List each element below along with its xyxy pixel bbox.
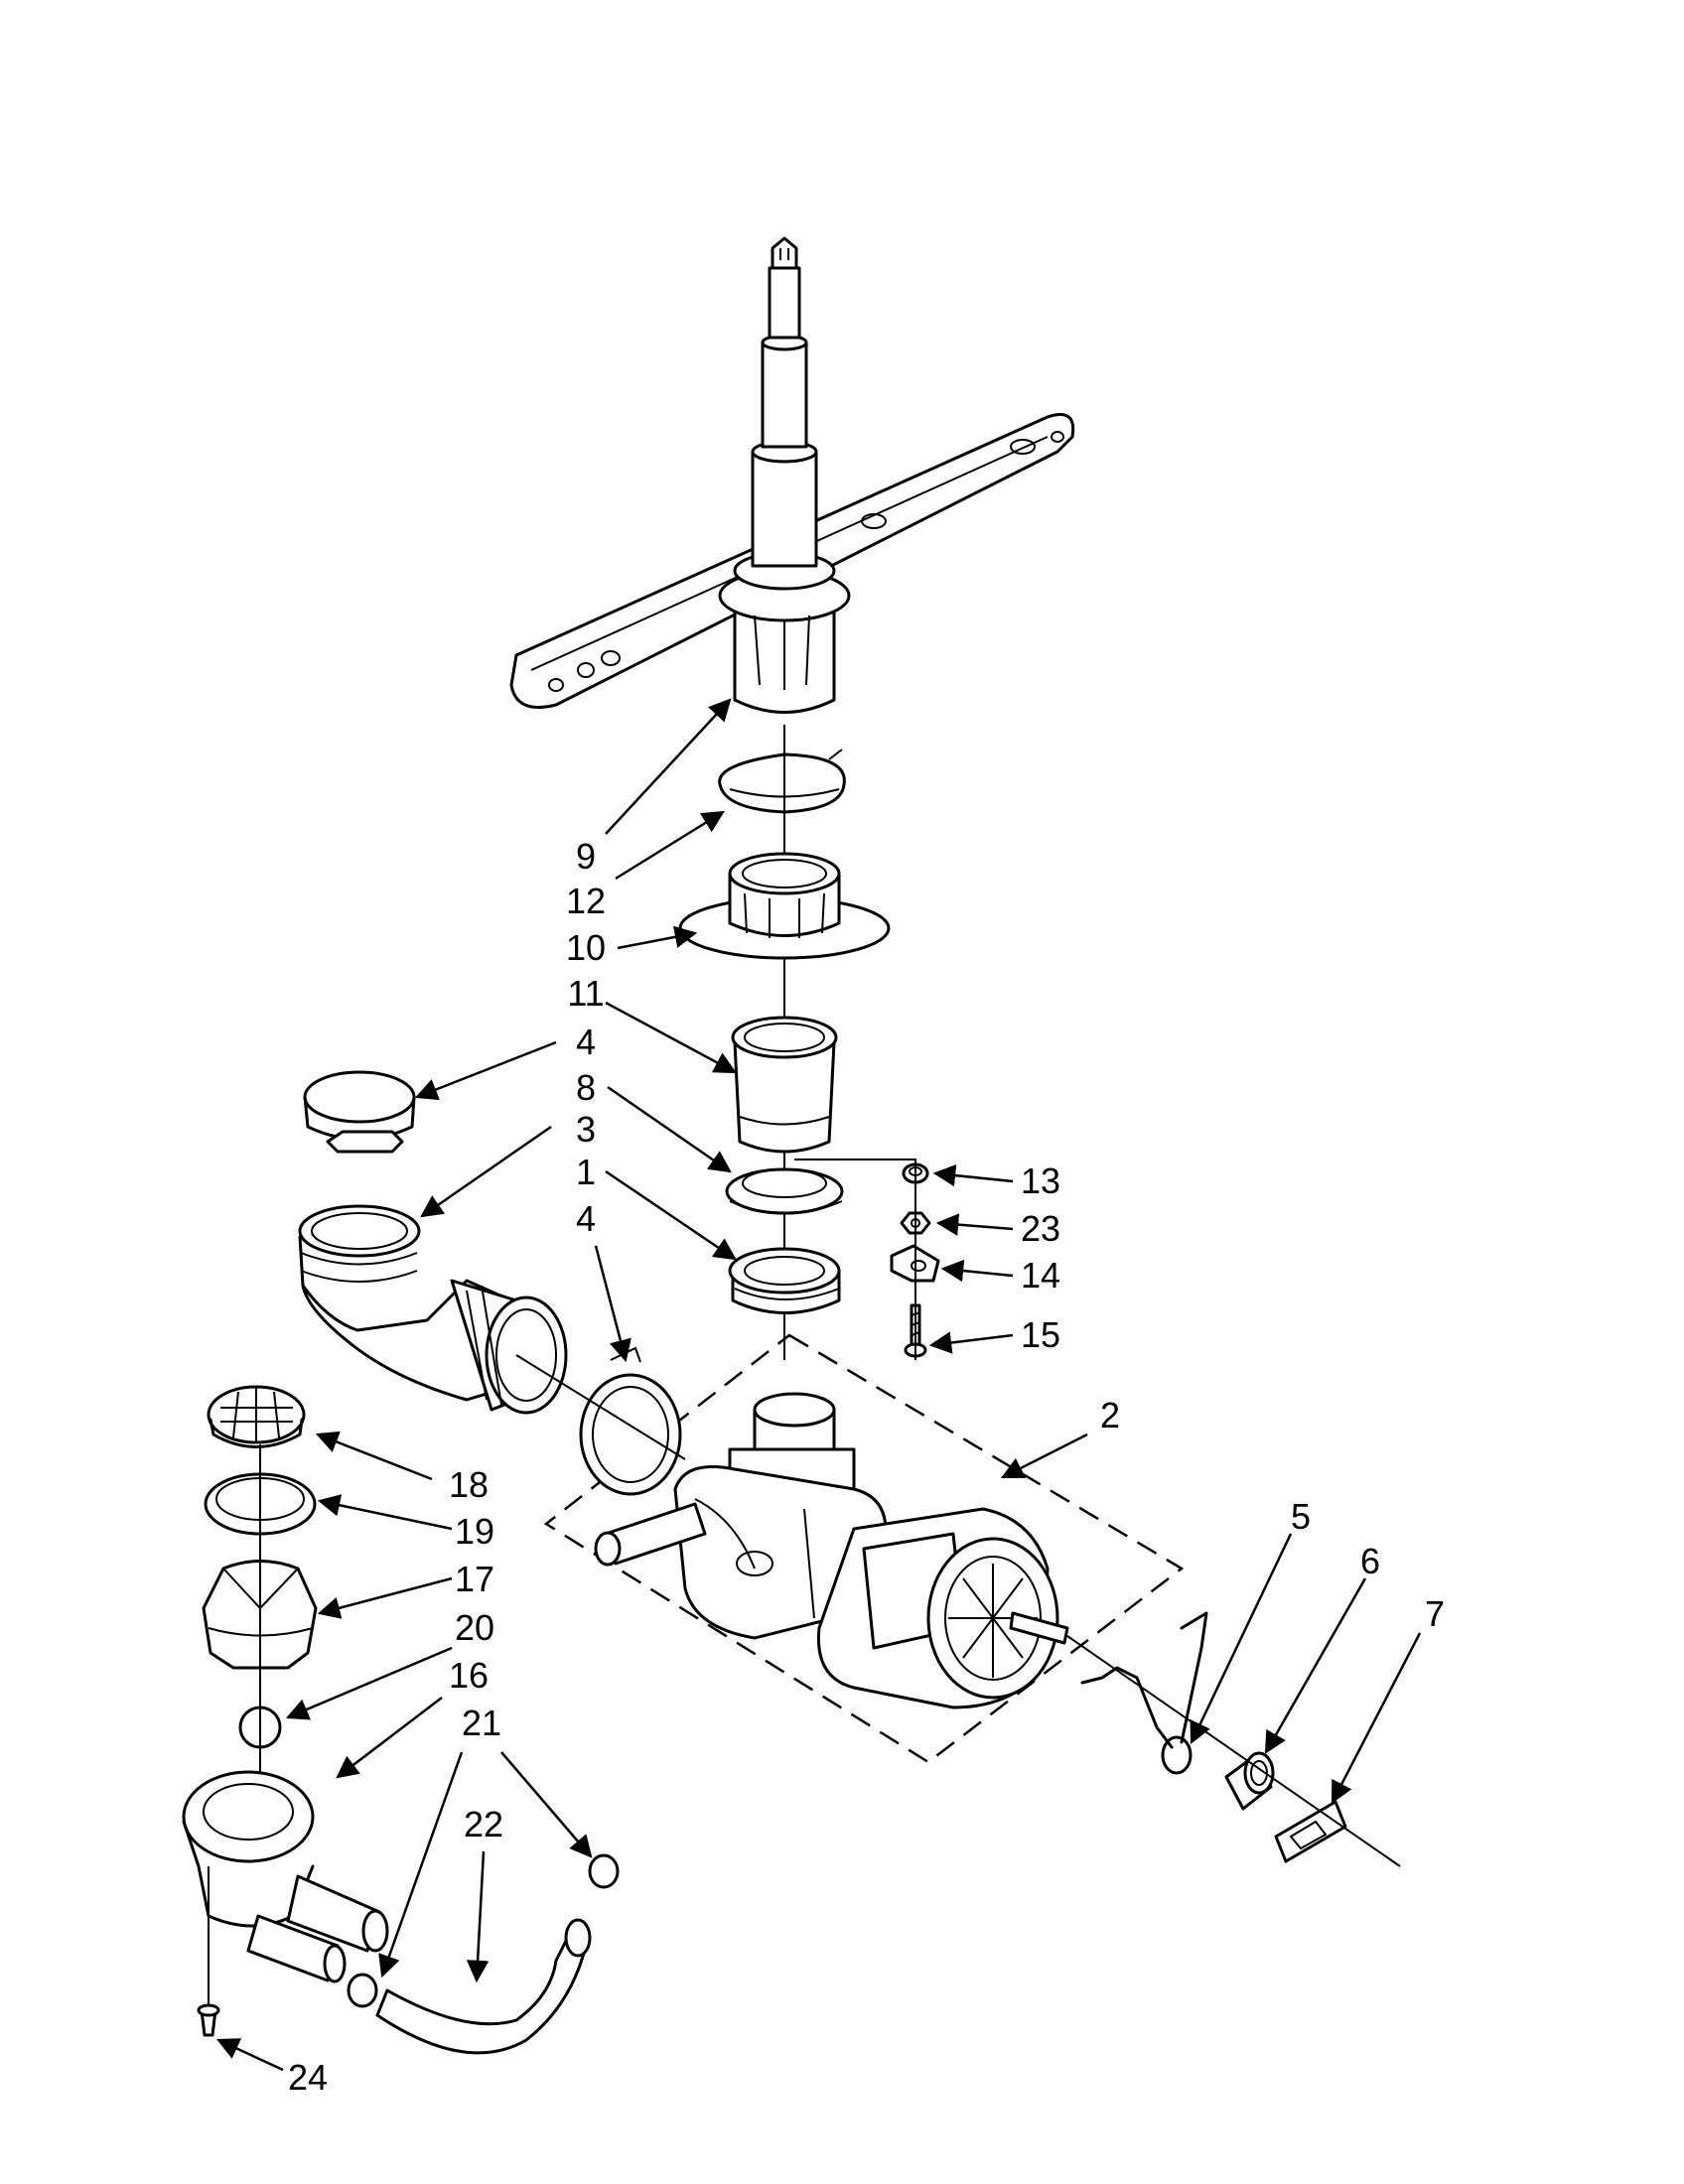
callout-20: 20 <box>455 1607 494 1648</box>
callout-22: 22 <box>464 1804 503 1844</box>
callout-6: 6 <box>1360 1541 1380 1581</box>
callout-labels: 9 12 10 11 4 8 3 1 4 13 23 14 15 2 5 6 7… <box>288 836 1445 2098</box>
part-10-flange-nut <box>678 852 891 960</box>
callout-13: 13 <box>1021 1160 1060 1201</box>
part-11-bearing-cup <box>731 1016 838 1154</box>
callout-3: 3 <box>576 1109 596 1150</box>
callout-2: 2 <box>1100 1395 1120 1435</box>
callout-23: 23 <box>1021 1208 1060 1249</box>
callout-15: 15 <box>1021 1314 1060 1355</box>
part-7-gasket-plate <box>1274 1800 1347 1863</box>
callout-7: 7 <box>1425 1593 1445 1634</box>
part-1-pump-seal <box>728 1247 841 1314</box>
callout-19: 19 <box>455 1511 494 1552</box>
callout-9: 9 <box>576 836 596 877</box>
callout-5: 5 <box>1291 1496 1311 1537</box>
part-4-hose-clamp-lower <box>515 1346 686 1496</box>
part-24-screw <box>197 2003 220 2037</box>
part-9-lower-spray-arm <box>509 236 1075 714</box>
leader-lines <box>215 698 1422 2072</box>
part-8-seal-ring <box>725 1167 844 1215</box>
part-18-filter-grate <box>207 1385 306 1448</box>
callout-sixteen: 16 <box>449 1655 489 1696</box>
part-3-elbow-hose <box>298 1204 568 1415</box>
callout-1: 1 <box>576 1152 596 1192</box>
part-4-hose-clamp-upper <box>303 1070 416 1154</box>
callout-8: 8 <box>576 1067 596 1108</box>
callout-4-lower: 4 <box>576 1198 596 1239</box>
motor-axis-line <box>1066 1635 1401 1867</box>
callout-4-upper: 4 <box>576 1022 596 1062</box>
callout-14: 14 <box>1021 1255 1060 1296</box>
callout-10: 10 <box>566 927 606 968</box>
part-12-retaining-ring <box>718 749 846 814</box>
callout-21: 21 <box>462 1703 501 1743</box>
part-22-drain-hose <box>375 1918 592 2055</box>
callout-24: 24 <box>288 2057 328 2098</box>
part-16-sump-housing <box>182 1770 389 2005</box>
callout-17: 17 <box>455 1559 494 1599</box>
callout-11: 11 <box>567 973 604 1014</box>
hardware-connector-line <box>794 1159 916 1360</box>
part-5-wire-clip <box>1080 1611 1208 1775</box>
part-21-hose-clamp <box>347 1853 620 2008</box>
callout-12: 12 <box>566 881 606 921</box>
callout-18: 18 <box>449 1464 489 1505</box>
